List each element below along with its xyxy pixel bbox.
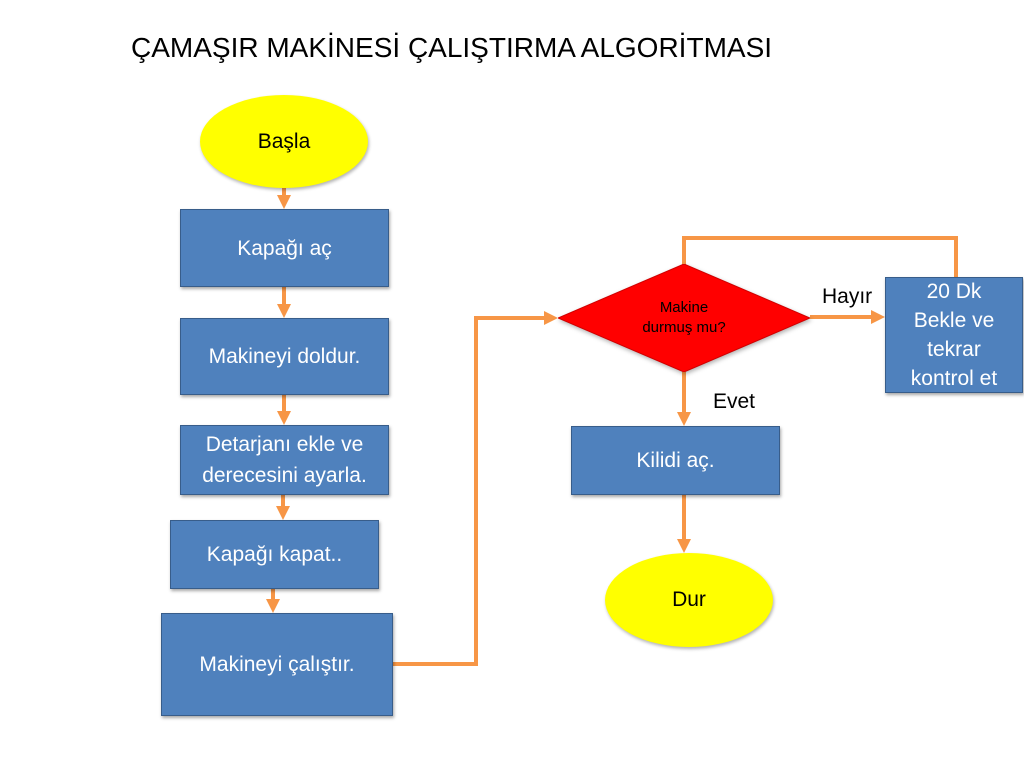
label-line: Makine — [659, 299, 709, 316]
page-title: ÇAMAŞIR MAKİNESİ ÇALIŞTIRMA ALGORİTMASI — [131, 32, 773, 63]
step-unlock-label: Kilidi aç. — [636, 449, 715, 472]
decision-machine-stopped: Makine durmuş mu? — [558, 264, 810, 372]
label-line: Bekle ve — [913, 309, 995, 332]
step-wait-label: 20 Dk Bekle ve tekrar kontrol et — [911, 277, 997, 393]
edge-label-no: Hayır — [822, 285, 873, 308]
step-add-detergent: Detarjanı ekle ve derecesini ayarla. — [180, 425, 389, 495]
step-run-machine: Makineyi çalıştır. — [161, 613, 393, 716]
decision-label: Makine durmuş mu? — [642, 298, 725, 338]
start-terminal: Başla — [200, 95, 368, 188]
start-label: Başla — [257, 129, 311, 153]
step-wait-and-recheck: 20 Dk Bekle ve tekrar kontrol et — [885, 277, 1023, 393]
label-line: derecesini ayarla. — [202, 464, 367, 487]
step-run-machine-label: Makineyi çalıştır. — [199, 653, 355, 676]
step-fill-machine: Makineyi doldur. — [180, 318, 389, 395]
edge-label-yes: Evet — [713, 390, 756, 413]
step-open-lid-label: Kapağı aç — [237, 236, 332, 260]
step-open-lid: Kapağı aç — [180, 209, 389, 287]
label-line: durmuş mu? — [642, 319, 726, 336]
step-unlock: Kilidi aç. — [571, 426, 780, 495]
step-fill-machine-label: Makineyi doldur. — [208, 345, 361, 368]
loop-wait-to-decision — [682, 236, 958, 277]
label-line: kontrol et — [910, 367, 998, 390]
arrow-run-to-decision — [393, 311, 558, 666]
end-label: Dur — [672, 588, 706, 611]
label-line: tekrar — [927, 338, 981, 361]
step-add-detergent-label: Detarjanı ekle ve derecesini ayarla. — [202, 429, 367, 491]
decision-diamond-shape — [558, 264, 810, 372]
label-line: Detarjanı ekle ve — [205, 433, 364, 456]
label-line: 20 Dk — [926, 280, 982, 303]
step-close-lid-label: Kapağı kapat.. — [206, 543, 343, 566]
step-close-lid: Kapağı kapat.. — [170, 520, 379, 589]
decision-diamond — [558, 264, 810, 372]
end-terminal: Dur — [605, 553, 773, 647]
